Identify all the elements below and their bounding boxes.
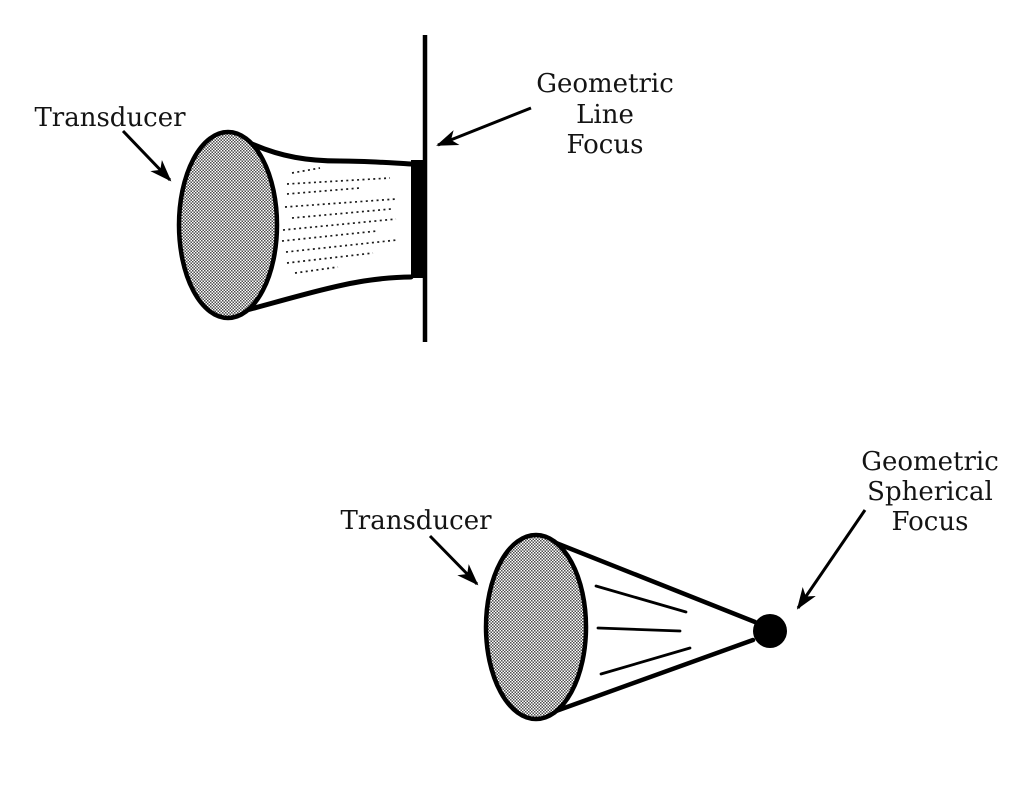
transducer-arrow-bottom bbox=[428, 534, 479, 586]
cone-top-edge bbox=[548, 538, 758, 625]
line-focus-label: Geometric Line Focus bbox=[536, 69, 674, 160]
spherical-focus-label: Geometric Spherical Focus bbox=[861, 447, 999, 537]
cone-bottom-edge bbox=[553, 637, 756, 714]
transducer-arrow-top bbox=[121, 129, 172, 182]
beam-wavefront-texture bbox=[281, 167, 398, 274]
transducer-label-top: Transducer bbox=[34, 103, 186, 133]
line-focus-label-line3: Focus bbox=[567, 130, 644, 160]
spherical-focus-label-line2: Spherical bbox=[867, 477, 993, 507]
line-focus-arrow bbox=[436, 106, 532, 147]
line-focus-label-line1: Geometric bbox=[536, 69, 674, 99]
spherical-focus-arrow bbox=[796, 509, 867, 610]
line-focus-diagram: Transducer Geometric Line Focus bbox=[34, 35, 674, 342]
spherical-focus-dot bbox=[753, 614, 787, 648]
transducer-ellipse-bottom bbox=[483, 532, 589, 722]
spherical-focus-label-line3: Focus bbox=[892, 507, 969, 537]
beam-top-edge bbox=[249, 141, 414, 167]
spherical-focus-label-line1: Geometric bbox=[861, 447, 999, 477]
beam-bottom-edge bbox=[244, 274, 414, 313]
transducer-label-bottom: Transducer bbox=[340, 506, 492, 536]
cone-inner-rays bbox=[594, 584, 692, 676]
transducer-ellipse-top bbox=[176, 129, 280, 321]
line-focus-bar bbox=[411, 160, 425, 278]
line-focus-label-line2: Line bbox=[576, 100, 634, 130]
spherical-focus-diagram: Transducer Geometric Spherical Focus bbox=[340, 447, 999, 722]
